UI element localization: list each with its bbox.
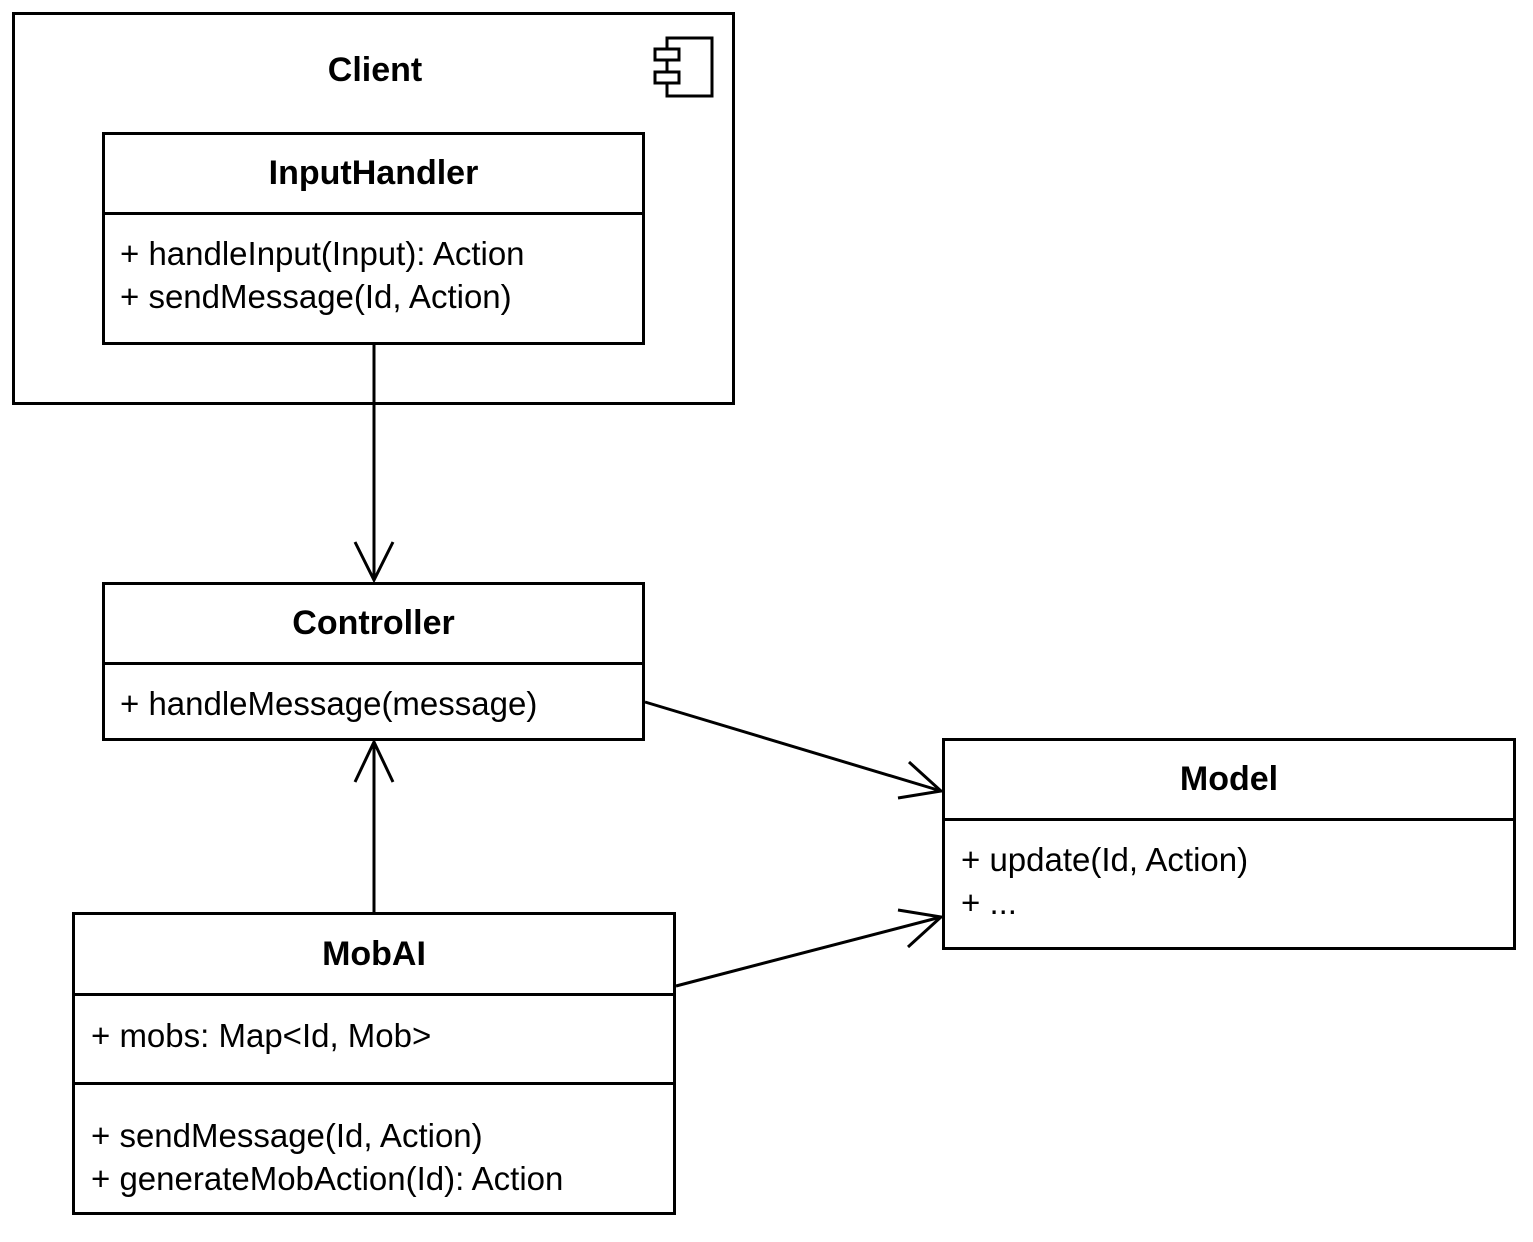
arrow-mobai-to-model [675,908,945,988]
arrow-mobai-to-controller [353,738,395,914]
mobai-class-title: MobAI [75,915,673,996]
method-handlemessage: + handleMessage(message) [120,685,538,722]
client-component: Client [12,12,735,405]
component-icon [653,36,714,98]
model-methods: + update(Id, Action) + ... [945,821,1513,924]
inputhandler-class-title: InputHandler [105,135,642,215]
attribute-mobs: + mobs: Map<Id, Mob> [91,1017,432,1054]
inputhandler-class: InputHandler + handleInput(Input): Actio… [102,132,645,345]
method-handleinput: + handleInput(Input): Action [120,235,525,272]
model-class-title: Model [945,741,1513,821]
method-sendmessage: + sendMessage(Id, Action) [91,1117,483,1154]
controller-class-title: Controller [105,585,642,665]
controller-methods: + handleMessage(message) [105,665,642,725]
mobai-methods: + sendMessage(Id, Action) + generateMobA… [75,1085,673,1200]
mobai-class: MobAI + mobs: Map<Id, Mob> + sendMessage… [72,912,676,1215]
method-ellipsis: + ... [961,884,1017,921]
model-class: Model + update(Id, Action) + ... [942,738,1516,950]
mobai-attributes: + mobs: Map<Id, Mob> [75,996,673,1085]
method-update: + update(Id, Action) [961,841,1249,878]
method-sendmessage: + sendMessage(Id, Action) [120,278,512,315]
arrow-controller-to-model [644,700,945,800]
arrow-inputhandler-to-controller [353,344,395,584]
inputhandler-methods: + handleInput(Input): Action + sendMessa… [105,215,642,318]
method-generatemobaction: + generateMobAction(Id): Action [91,1160,564,1197]
controller-class: Controller + handleMessage(message) [102,582,645,741]
client-title: Client [327,51,423,89]
